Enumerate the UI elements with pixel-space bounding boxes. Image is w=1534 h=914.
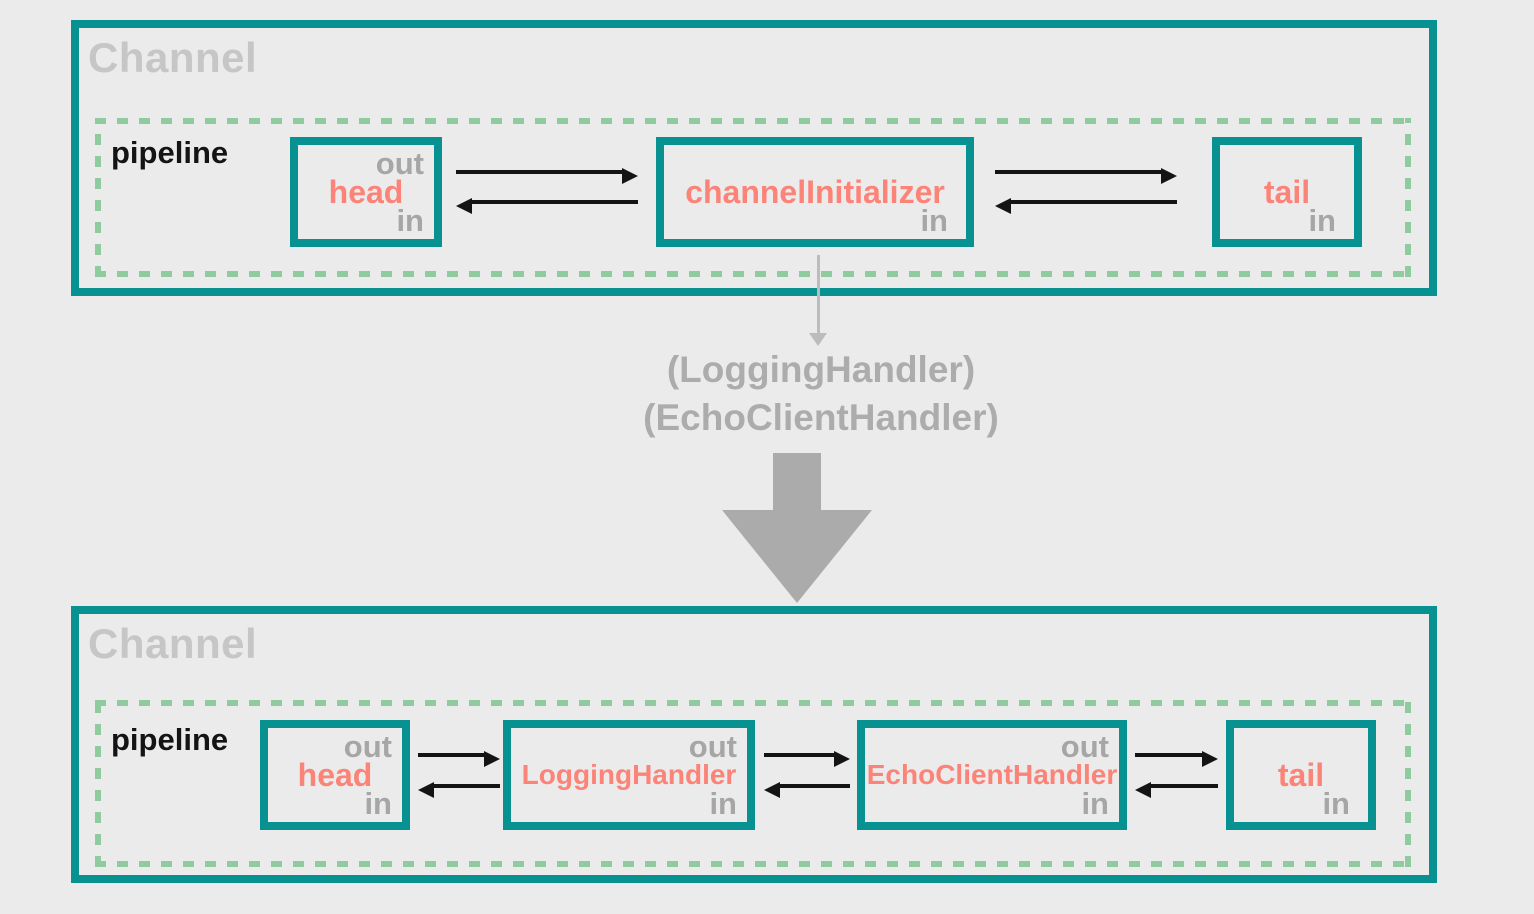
- pipeline-label: pipeline: [111, 722, 229, 757]
- in-label: in: [1322, 786, 1350, 821]
- arrow-left-icon: [456, 198, 638, 214]
- handler-box-echo-client-handler: out EchoClientHandler in: [857, 720, 1127, 830]
- channel-box-before: Channel pipeline out head in channelInit…: [71, 20, 1437, 296]
- handler-box-channel-initializer: channelInitializer in: [656, 137, 974, 247]
- handler-name: channelInitializer: [685, 173, 945, 210]
- channel-title: Channel: [88, 620, 258, 667]
- handler-box-head: out head in: [290, 137, 442, 247]
- out-label: out: [343, 729, 392, 764]
- channel-title: Channel: [88, 34, 258, 81]
- initializer-connector-line: [817, 255, 820, 333]
- arrow-right-icon: [1135, 751, 1218, 767]
- big-down-arrow-icon: [773, 453, 821, 511]
- arrow-left-icon: [1135, 782, 1218, 798]
- in-label: in: [1081, 786, 1109, 821]
- handler-name: tail: [1263, 173, 1311, 210]
- pipeline-label: pipeline: [111, 135, 229, 170]
- annotation-line: (LoggingHandler): [666, 349, 976, 390]
- big-down-arrow-head-icon: [722, 510, 872, 603]
- in-label: in: [1308, 203, 1336, 238]
- handler-name: head: [297, 756, 373, 793]
- in-label: in: [920, 203, 948, 238]
- arrow-right-icon: [456, 168, 638, 184]
- out-label: out: [1060, 729, 1109, 764]
- handler-name: head: [328, 173, 404, 210]
- initializer-connector-arrowhead-icon: [809, 333, 827, 346]
- arrow-left-icon: [995, 198, 1177, 214]
- arrow-left-icon: [418, 782, 500, 798]
- arrow-left-icon: [764, 782, 850, 798]
- channel-box-after: Channel pipeline out head in out Logging…: [71, 606, 1437, 883]
- handler-box-tail: tail in: [1226, 720, 1376, 830]
- annotation-line: (EchoClientHandler): [643, 397, 999, 438]
- handler-name: LoggingHandler: [521, 759, 737, 790]
- handler-box-head: out head in: [260, 720, 410, 830]
- in-label: in: [396, 203, 424, 238]
- handler-name: EchoClientHandler: [866, 759, 1118, 790]
- out-label: out: [688, 729, 737, 764]
- arrow-right-icon: [764, 751, 850, 767]
- pipeline-box: pipeline out head in out LoggingHandler …: [95, 700, 1411, 867]
- handler-name: tail: [1277, 756, 1325, 793]
- initializer-handlers-annotation: (LoggingHandler) (EchoClientHandler): [643, 346, 999, 442]
- arrow-right-icon: [995, 168, 1177, 184]
- pipeline-box: pipeline out head in channelInitializer …: [95, 118, 1411, 277]
- handler-box-logging-handler: out LoggingHandler in: [503, 720, 755, 830]
- in-label: in: [364, 786, 392, 821]
- in-label: in: [709, 786, 737, 821]
- arrow-right-icon: [418, 751, 500, 767]
- out-label: out: [375, 146, 424, 181]
- handler-box-tail: tail in: [1212, 137, 1362, 247]
